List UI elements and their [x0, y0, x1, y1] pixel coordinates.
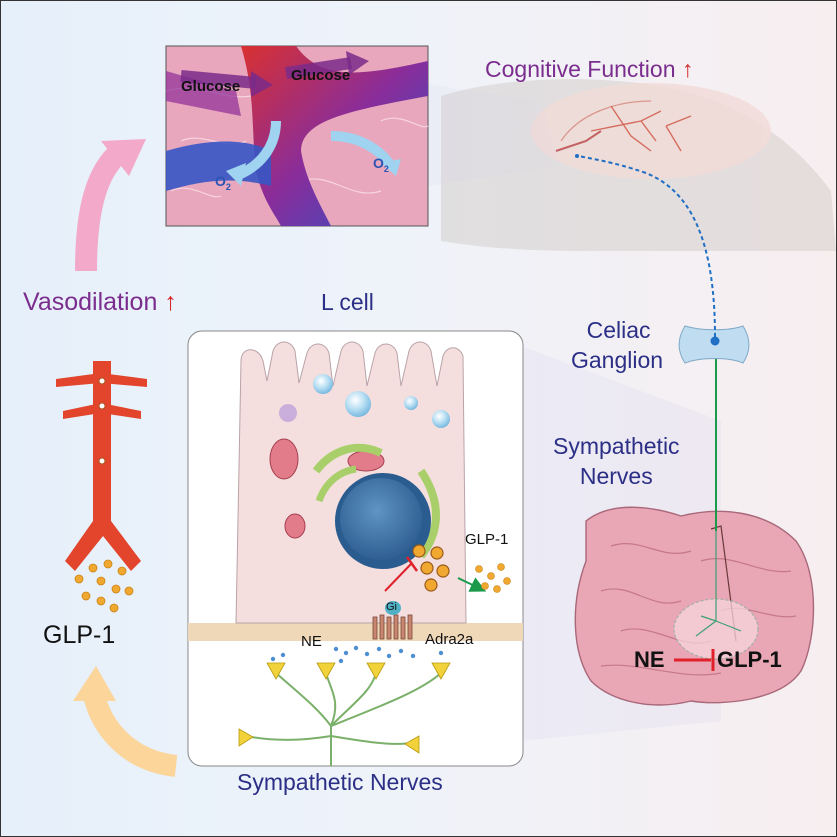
gi-protein-label: Gi	[386, 601, 397, 613]
o2-text: O	[215, 173, 226, 189]
celiac-ganglion-label: Celiac Ganglion	[571, 315, 663, 375]
o2-label-left: O2	[215, 173, 231, 192]
neuron-icon	[245, 672, 442, 766]
sympathetic-text: Sympathetic	[553, 433, 680, 459]
increase-arrow-icon: ↑	[164, 288, 177, 316]
ganglion-icon	[678, 325, 750, 364]
brain-icon	[531, 83, 771, 179]
o2-label-right: O2	[373, 155, 389, 174]
celiac-text: Celiac	[586, 317, 651, 343]
l-cell-title: L cell	[321, 289, 374, 315]
artery-icon	[56, 361, 147, 571]
ne-cell-label: NE	[301, 633, 322, 650]
sympathetic-nerves-label: Sympathetic Nerves	[553, 431, 680, 491]
cognitive-function-label: Cognitive Function ↑	[485, 56, 693, 83]
sympathetic-nerves-bottom-label: Sympathetic Nerves	[237, 769, 443, 795]
intestine-icon	[574, 506, 815, 706]
cognitive-text: Cognitive Function	[485, 56, 676, 82]
curved-arrow-orange-icon	[73, 666, 178, 777]
o2-text: O	[373, 155, 384, 171]
l-cell-icon	[188, 341, 523, 664]
nerves-text: Nerves	[579, 463, 653, 489]
glucose-left-label: Glucose	[181, 78, 241, 95]
glp1-left-label: GLP-1	[43, 621, 116, 649]
tissue-vessel-icon	[165, 45, 429, 227]
o2-subscript: 2	[225, 181, 231, 192]
o2-subscript: 2	[383, 163, 389, 174]
adra2a-label: Adra2a	[425, 631, 474, 648]
ne-gut-label: NE	[634, 647, 665, 672]
glp1-cell-label: GLP-1	[465, 531, 509, 548]
vasodilation-label: Vasodilation ↑	[23, 288, 177, 317]
vagal-dotted-pathway	[578, 155, 716, 338]
glp1-granules-icon	[74, 559, 134, 613]
inhibition-symbol	[674, 649, 715, 671]
ganglion-text: Ganglion	[571, 347, 664, 373]
increase-arrow-icon: ↑	[681, 56, 694, 82]
vasodilation-text: Vasodilation	[23, 288, 158, 316]
glucose-right-label: Glucose	[291, 67, 351, 84]
nerve-terminals-icon	[238, 662, 451, 754]
glp1-gut-label: GLP-1	[717, 647, 782, 672]
curved-arrow-pink-icon	[75, 139, 146, 272]
